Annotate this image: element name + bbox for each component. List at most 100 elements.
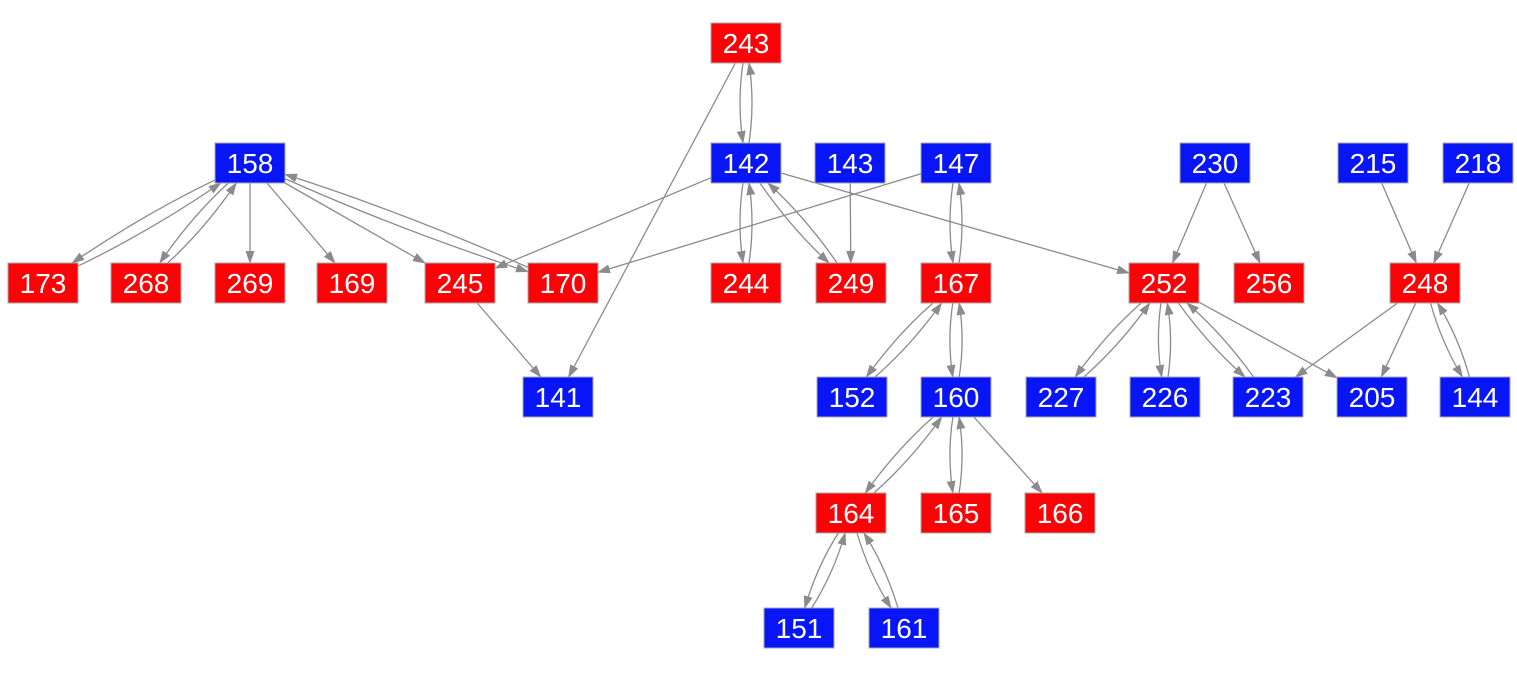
node-label: 142 (723, 148, 770, 179)
node-box (1442, 142, 1514, 184)
node-243: 243 (710, 22, 782, 64)
edge-147-167 (946, 182, 956, 264)
node-161: 161 (868, 607, 940, 649)
edge-142-244 (736, 182, 746, 264)
node-label: 165 (933, 498, 980, 529)
node-152: 152 (816, 376, 888, 418)
node-label: 205 (1349, 382, 1396, 413)
node-223: 223 (1232, 376, 1304, 418)
node-151: 151 (763, 607, 835, 649)
edge-215-248 (1381, 182, 1417, 264)
node-box (1128, 262, 1200, 304)
node-158: 158 (214, 142, 286, 184)
node-label: 249 (828, 268, 875, 299)
edge-147-170 (597, 173, 922, 274)
node-box (710, 262, 782, 304)
node-box (1336, 376, 1408, 418)
node-227: 227 (1025, 376, 1097, 418)
edge-167-160 (946, 302, 956, 378)
node-box (1024, 492, 1096, 534)
node-167: 167 (920, 262, 992, 304)
node-box (1179, 142, 1251, 184)
node-label: 248 (1402, 268, 1449, 299)
node-249: 249 (815, 262, 887, 304)
node-box (920, 376, 992, 418)
edge-167-147 (956, 182, 966, 264)
edge-143-249 (846, 182, 856, 264)
node-label: 252 (1141, 268, 1188, 299)
edge-252-226 (1155, 302, 1165, 378)
edge-158-268 (159, 182, 229, 264)
edge-142-249 (759, 182, 830, 264)
edge-248-223 (1294, 302, 1398, 378)
node-box (214, 262, 286, 304)
edge-151-164 (811, 532, 847, 609)
node-215: 215 (1337, 142, 1409, 184)
node-141: 141 (522, 376, 594, 418)
node-box (814, 142, 886, 184)
node-box (1129, 376, 1201, 418)
edge-165-160 (956, 416, 966, 494)
edge-218-248 (1433, 182, 1470, 264)
node-box (1025, 376, 1097, 418)
edge-173-158 (77, 182, 222, 267)
edge-158-169 (266, 182, 336, 264)
edge-170-158 (284, 173, 529, 268)
edge-268-158 (167, 182, 237, 264)
node-230: 230 (1179, 142, 1251, 184)
edge-158-170 (284, 178, 529, 273)
node-box (763, 607, 835, 649)
node-166: 166 (1024, 492, 1096, 534)
node-label: 143 (827, 148, 874, 179)
node-box (710, 22, 782, 64)
edge-248-205 (1380, 302, 1417, 378)
edge-244-142 (746, 182, 756, 264)
edge-layer (71, 62, 1471, 609)
node-box (920, 262, 992, 304)
node-label: 226 (1142, 382, 1189, 413)
node-box (316, 262, 388, 304)
node-142: 142 (710, 142, 782, 184)
node-box (1389, 262, 1461, 304)
edge-252-227 (1074, 302, 1142, 378)
node-label: 169 (329, 268, 376, 299)
node-label: 160 (933, 382, 980, 413)
node-244: 244 (710, 262, 782, 304)
node-label: 151 (776, 613, 823, 644)
edge-142-245 (494, 177, 712, 269)
node-box (7, 262, 79, 304)
edge-160-167 (956, 302, 966, 378)
node-label: 215 (1350, 148, 1397, 179)
edge-248-144 (1429, 302, 1464, 378)
node-box (868, 607, 940, 649)
edge-152-167 (874, 302, 943, 378)
edge-160-164 (864, 416, 934, 494)
edge-164-151 (803, 532, 839, 609)
edge-227-252 (1083, 302, 1151, 378)
node-box (815, 492, 887, 534)
edge-245-141 (476, 302, 542, 378)
node-label: 164 (828, 498, 875, 529)
edge-160-165 (946, 416, 956, 494)
edge-158-245 (284, 182, 426, 264)
node-label: 243 (723, 28, 770, 59)
node-box (424, 262, 496, 304)
node-160: 160 (920, 376, 992, 418)
edge-142-252 (780, 172, 1130, 275)
node-205: 205 (1336, 376, 1408, 418)
node-box (1232, 376, 1304, 418)
node-256: 256 (1233, 262, 1305, 304)
node-245: 245 (424, 262, 496, 304)
node-label: 268 (123, 268, 170, 299)
node-label: 227 (1038, 382, 1085, 413)
node-label: 170 (540, 268, 587, 299)
node-143: 143 (814, 142, 886, 184)
node-label: 269 (227, 268, 274, 299)
node-box (110, 262, 182, 304)
node-label: 173 (20, 268, 67, 299)
node-170: 170 (527, 262, 599, 304)
node-label: 167 (933, 268, 980, 299)
edge-249-142 (767, 182, 838, 264)
